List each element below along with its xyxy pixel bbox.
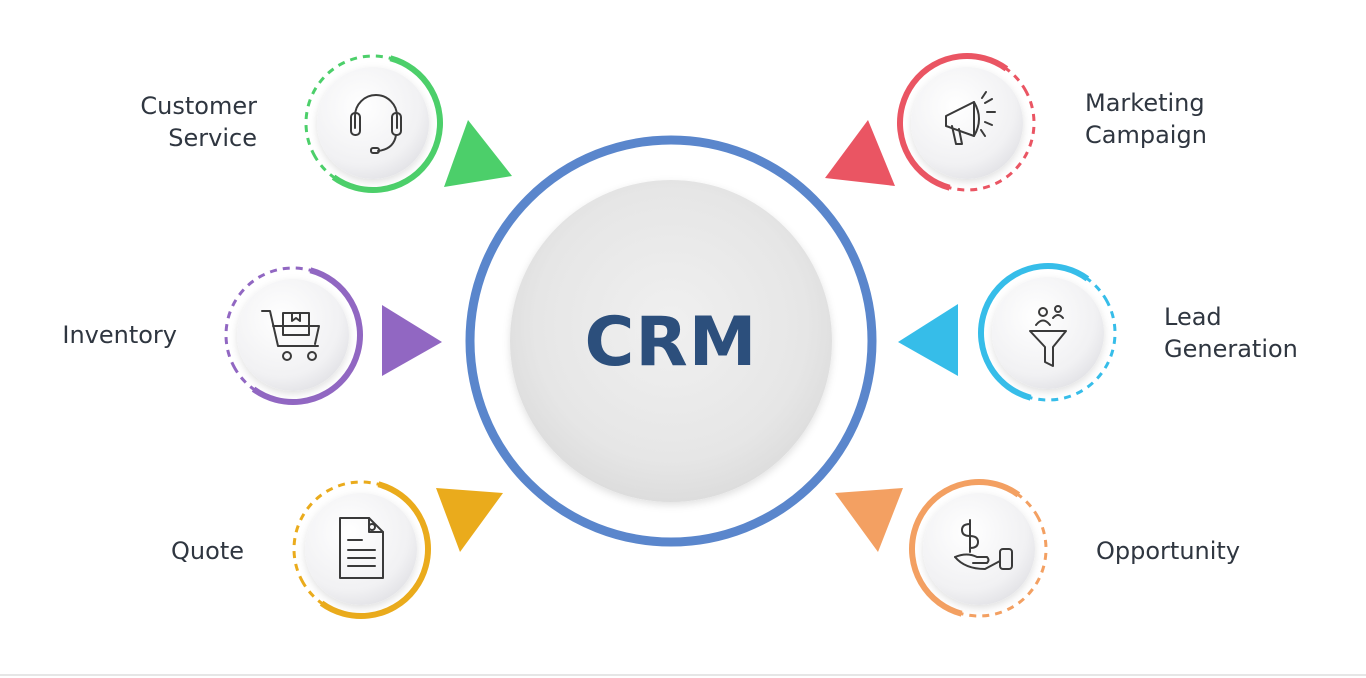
node-opportunity	[908, 479, 1049, 619]
ring-dashed	[979, 264, 1117, 402]
bottom-divider	[0, 674, 1366, 676]
ring-dashed	[224, 266, 362, 404]
node-disc	[992, 277, 1104, 389]
arrow-opportunity	[835, 488, 903, 552]
ring-dashed	[304, 54, 442, 192]
node-lead-generation	[978, 263, 1118, 403]
ring-dashed	[292, 480, 430, 618]
arrow-customer-service	[444, 120, 512, 187]
label-opportunity: Opportunity	[1096, 537, 1241, 565]
center-hub: CRM	[465, 135, 877, 547]
arrow-inventory	[382, 305, 442, 376]
document-icon	[339, 517, 384, 579]
node-disc	[923, 493, 1035, 605]
node-disc	[911, 67, 1023, 179]
label-customer-service: Customer Service	[140, 92, 257, 152]
money-hand-icon	[954, 519, 1013, 570]
label-quote: Quote	[171, 537, 244, 565]
label-lead-generation: Lead Generation	[1164, 303, 1298, 363]
arrow-quote	[436, 488, 503, 552]
arrow-marketing-campaign	[825, 120, 895, 186]
megaphone-icon	[945, 91, 996, 145]
ring-dashed	[910, 480, 1048, 618]
node-disc	[317, 67, 429, 179]
cart-icon	[261, 310, 320, 361]
node-inventory	[223, 265, 363, 405]
headset-icon	[350, 94, 402, 154]
center-disc	[510, 180, 832, 502]
node-marketing-campaign	[896, 53, 1037, 193]
ring-dashed	[898, 54, 1036, 192]
label-inventory: Inventory	[62, 321, 177, 349]
funnel-icon	[1029, 305, 1067, 367]
node-quote	[291, 479, 431, 619]
arrow-lead-generation	[898, 304, 958, 376]
label-marketing-campaign: Marketing Campaign	[1085, 89, 1207, 149]
node-customer-service	[303, 53, 443, 193]
center-label: CRM	[585, 303, 758, 382]
